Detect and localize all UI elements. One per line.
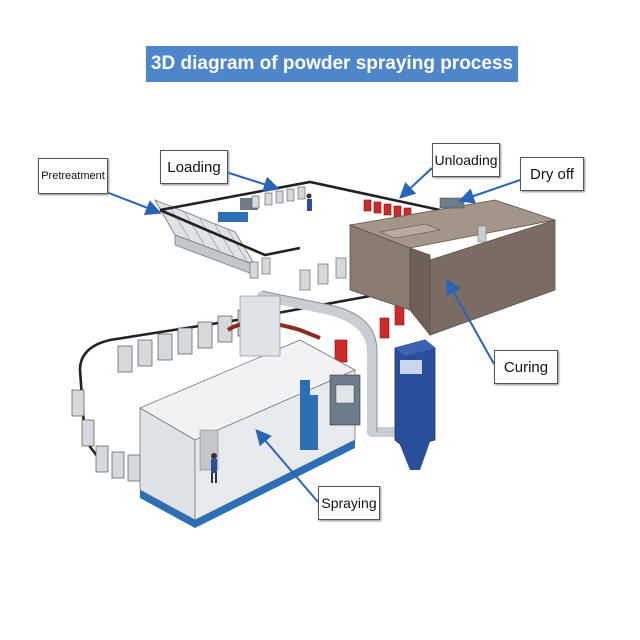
label-spraying: Spraying — [318, 486, 380, 520]
diagram-title: 3D diagram of powder spraying process — [146, 46, 518, 82]
curing-oven — [348, 197, 557, 337]
label-dry-off: Dry off — [520, 157, 584, 191]
hanging-parts-loading — [251, 186, 306, 209]
recovery-unit — [329, 339, 436, 470]
spraying-booth — [139, 295, 356, 528]
pretreatment-tunnel — [154, 198, 258, 276]
label-pretreatment: Pretreatment — [38, 158, 108, 194]
operator-figure-loading — [306, 193, 312, 211]
label-loading: Loading — [160, 150, 228, 184]
conveyor-rail — [78, 180, 441, 461]
operator-figure — [211, 453, 217, 483]
label-unloading: Unloading — [432, 143, 500, 177]
label-curing: Curing — [494, 350, 558, 384]
